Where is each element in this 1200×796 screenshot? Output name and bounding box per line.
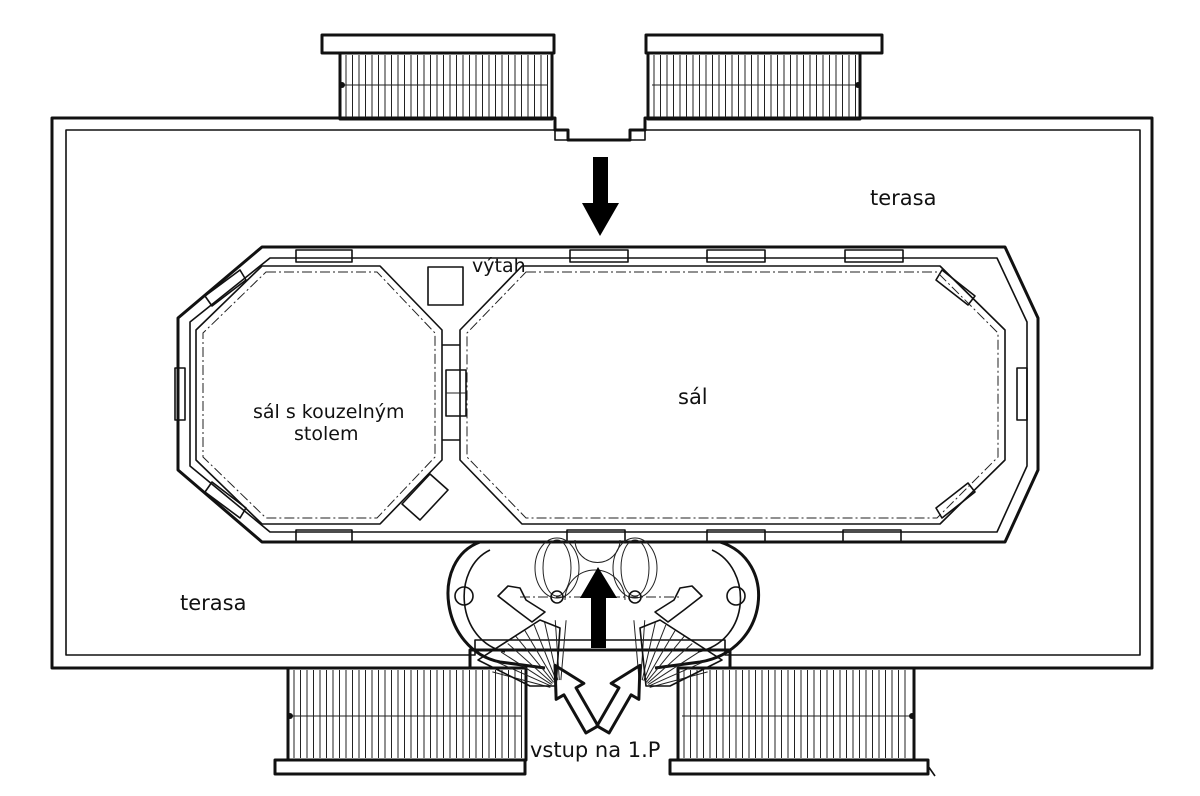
stair-fan-tread bbox=[515, 635, 555, 683]
window-niches bbox=[174, 249, 1028, 543]
bottom-right-staircase bbox=[668, 666, 930, 776]
arrow-down-icon bbox=[582, 157, 619, 236]
arrow-up-icon bbox=[580, 567, 617, 648]
stair-fan-tread bbox=[500, 651, 552, 686]
stair-fan-tread bbox=[507, 643, 553, 684]
main-hall-walls bbox=[459, 265, 1006, 525]
terrace-outline bbox=[50, 116, 1154, 670]
building-wall bbox=[176, 245, 1040, 544]
stair-fan-tread bbox=[647, 643, 693, 684]
stair-fan-tread bbox=[648, 661, 705, 687]
stair-fan-tread bbox=[645, 635, 685, 683]
stair-fan-tread bbox=[633, 620, 640, 681]
entrance-arrow-right-icon bbox=[595, 663, 642, 735]
magic-table-hall-walls bbox=[195, 265, 443, 525]
bottom-left-staircase bbox=[273, 666, 528, 776]
magic-table-hall-label-line2: stolem bbox=[294, 423, 358, 445]
stair-fan-tread bbox=[495, 661, 552, 687]
top-right-staircase bbox=[644, 33, 884, 121]
terrace-bottom-label: terasa bbox=[180, 591, 246, 615]
entrance-arrow-left-icon bbox=[553, 663, 600, 735]
stair-fan-tread bbox=[644, 629, 677, 682]
stair-fan-tread bbox=[649, 671, 708, 688]
entrance-vestibule bbox=[446, 537, 760, 688]
stair-fan-tread bbox=[492, 671, 551, 688]
main-hall-label: sál bbox=[678, 385, 708, 409]
stair-fan-tread bbox=[648, 651, 700, 686]
magic-table-element bbox=[401, 473, 449, 521]
connecting-doorway bbox=[442, 344, 467, 441]
stair-fan-tread bbox=[643, 624, 667, 681]
stair-fan-tread bbox=[554, 620, 560, 681]
top-left-staircase bbox=[320, 33, 556, 121]
elevator-shaft bbox=[427, 266, 464, 306]
stair-fan-tread bbox=[533, 624, 557, 681]
terrace-top-label: terasa bbox=[870, 186, 936, 210]
entrance-label: vstup na 1.P bbox=[530, 738, 660, 762]
stair-fan-tread bbox=[523, 629, 556, 682]
magic-table-hall-label: sál s kouzelným bbox=[253, 401, 405, 423]
bottom-edge-line bbox=[927, 765, 936, 777]
elevator-label: výtah bbox=[472, 255, 526, 277]
